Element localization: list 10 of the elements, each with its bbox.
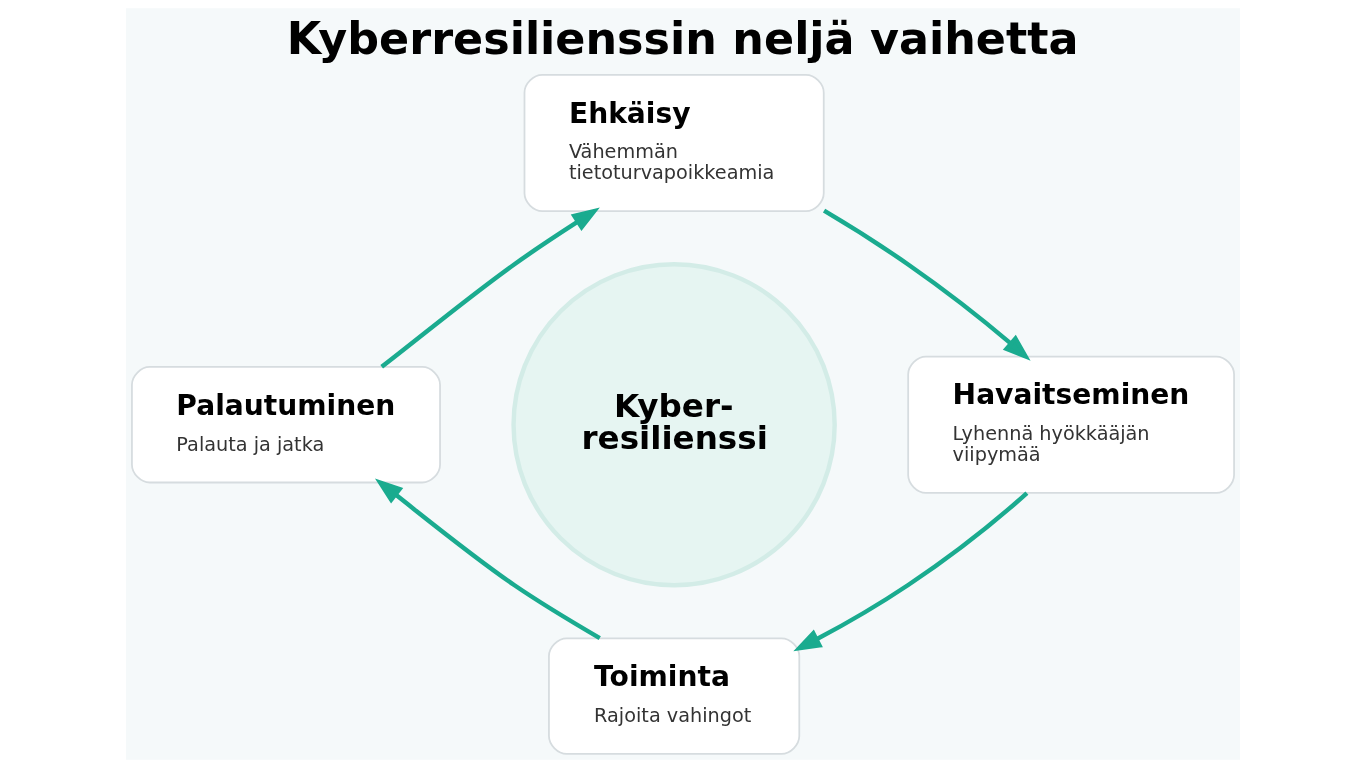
node-box: Ehkäisy Vähemmän tietoturvapoikkeamia bbox=[523, 73, 825, 213]
node-box: Havaitseminen Lyhennä hyökkääjän viipymää bbox=[906, 355, 1235, 494]
diagram-title: Kyberresilienssin neljä vaihetta bbox=[286, 13, 1078, 65]
arrow bbox=[822, 208, 1031, 361]
node-circle: Kyber- resilienssi bbox=[510, 261, 837, 588]
node-box: Palautuminen Palauta ja jatka bbox=[130, 366, 441, 484]
arrow bbox=[374, 478, 601, 641]
arrow bbox=[379, 207, 600, 369]
node-box: Toiminta Rajoita vahingot bbox=[547, 637, 800, 755]
arrow bbox=[792, 491, 1028, 652]
